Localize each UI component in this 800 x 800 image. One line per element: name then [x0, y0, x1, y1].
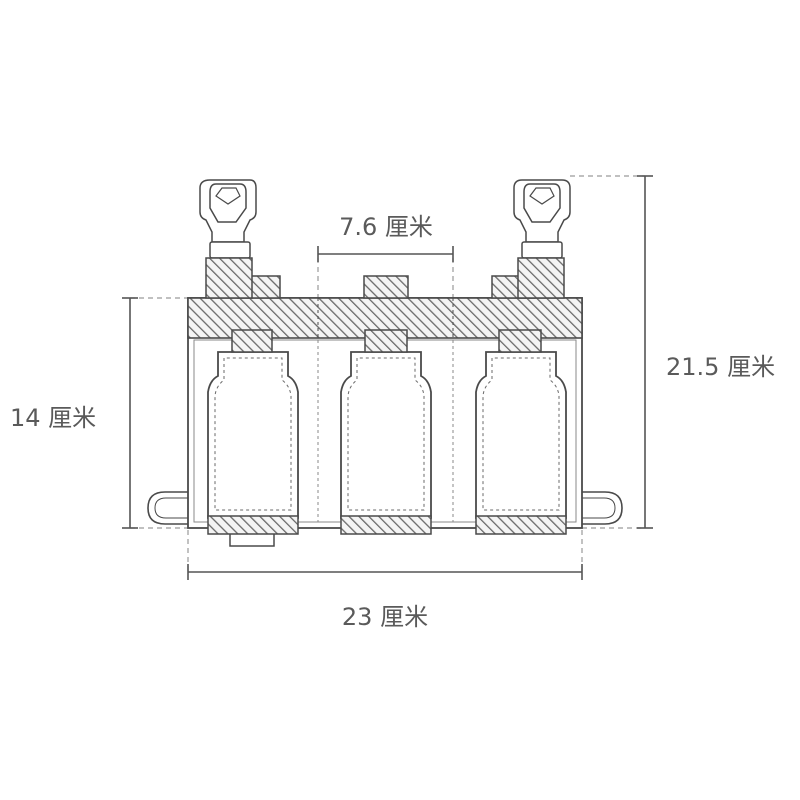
top-tab-center [363, 275, 409, 299]
pocket-dividers [317, 340, 454, 522]
pocket-dimension-line [317, 246, 454, 262]
height-left-dimension-line [122, 297, 138, 529]
left-side-loop [147, 491, 188, 525]
left-buckle-icon [199, 179, 257, 299]
right-side-loop-inner [582, 497, 616, 519]
height-right-dimension-label: 21.5 厘米 [666, 353, 776, 381]
height-left-dimension-label: 14 厘米 [10, 404, 97, 432]
pocket-right [475, 329, 567, 535]
pocket-center [340, 329, 432, 535]
width-dimension-line [187, 564, 583, 580]
right-buckle-icon [513, 179, 571, 299]
height-right-dimension-line [637, 175, 653, 529]
left-side-loop-inner [154, 497, 188, 519]
pocket-left [207, 329, 299, 535]
pocket-width-dimension-label: 7.6 厘米 [339, 213, 433, 241]
right-side-loop [582, 491, 623, 525]
width-dimension-label: 23 厘米 [341, 603, 429, 631]
